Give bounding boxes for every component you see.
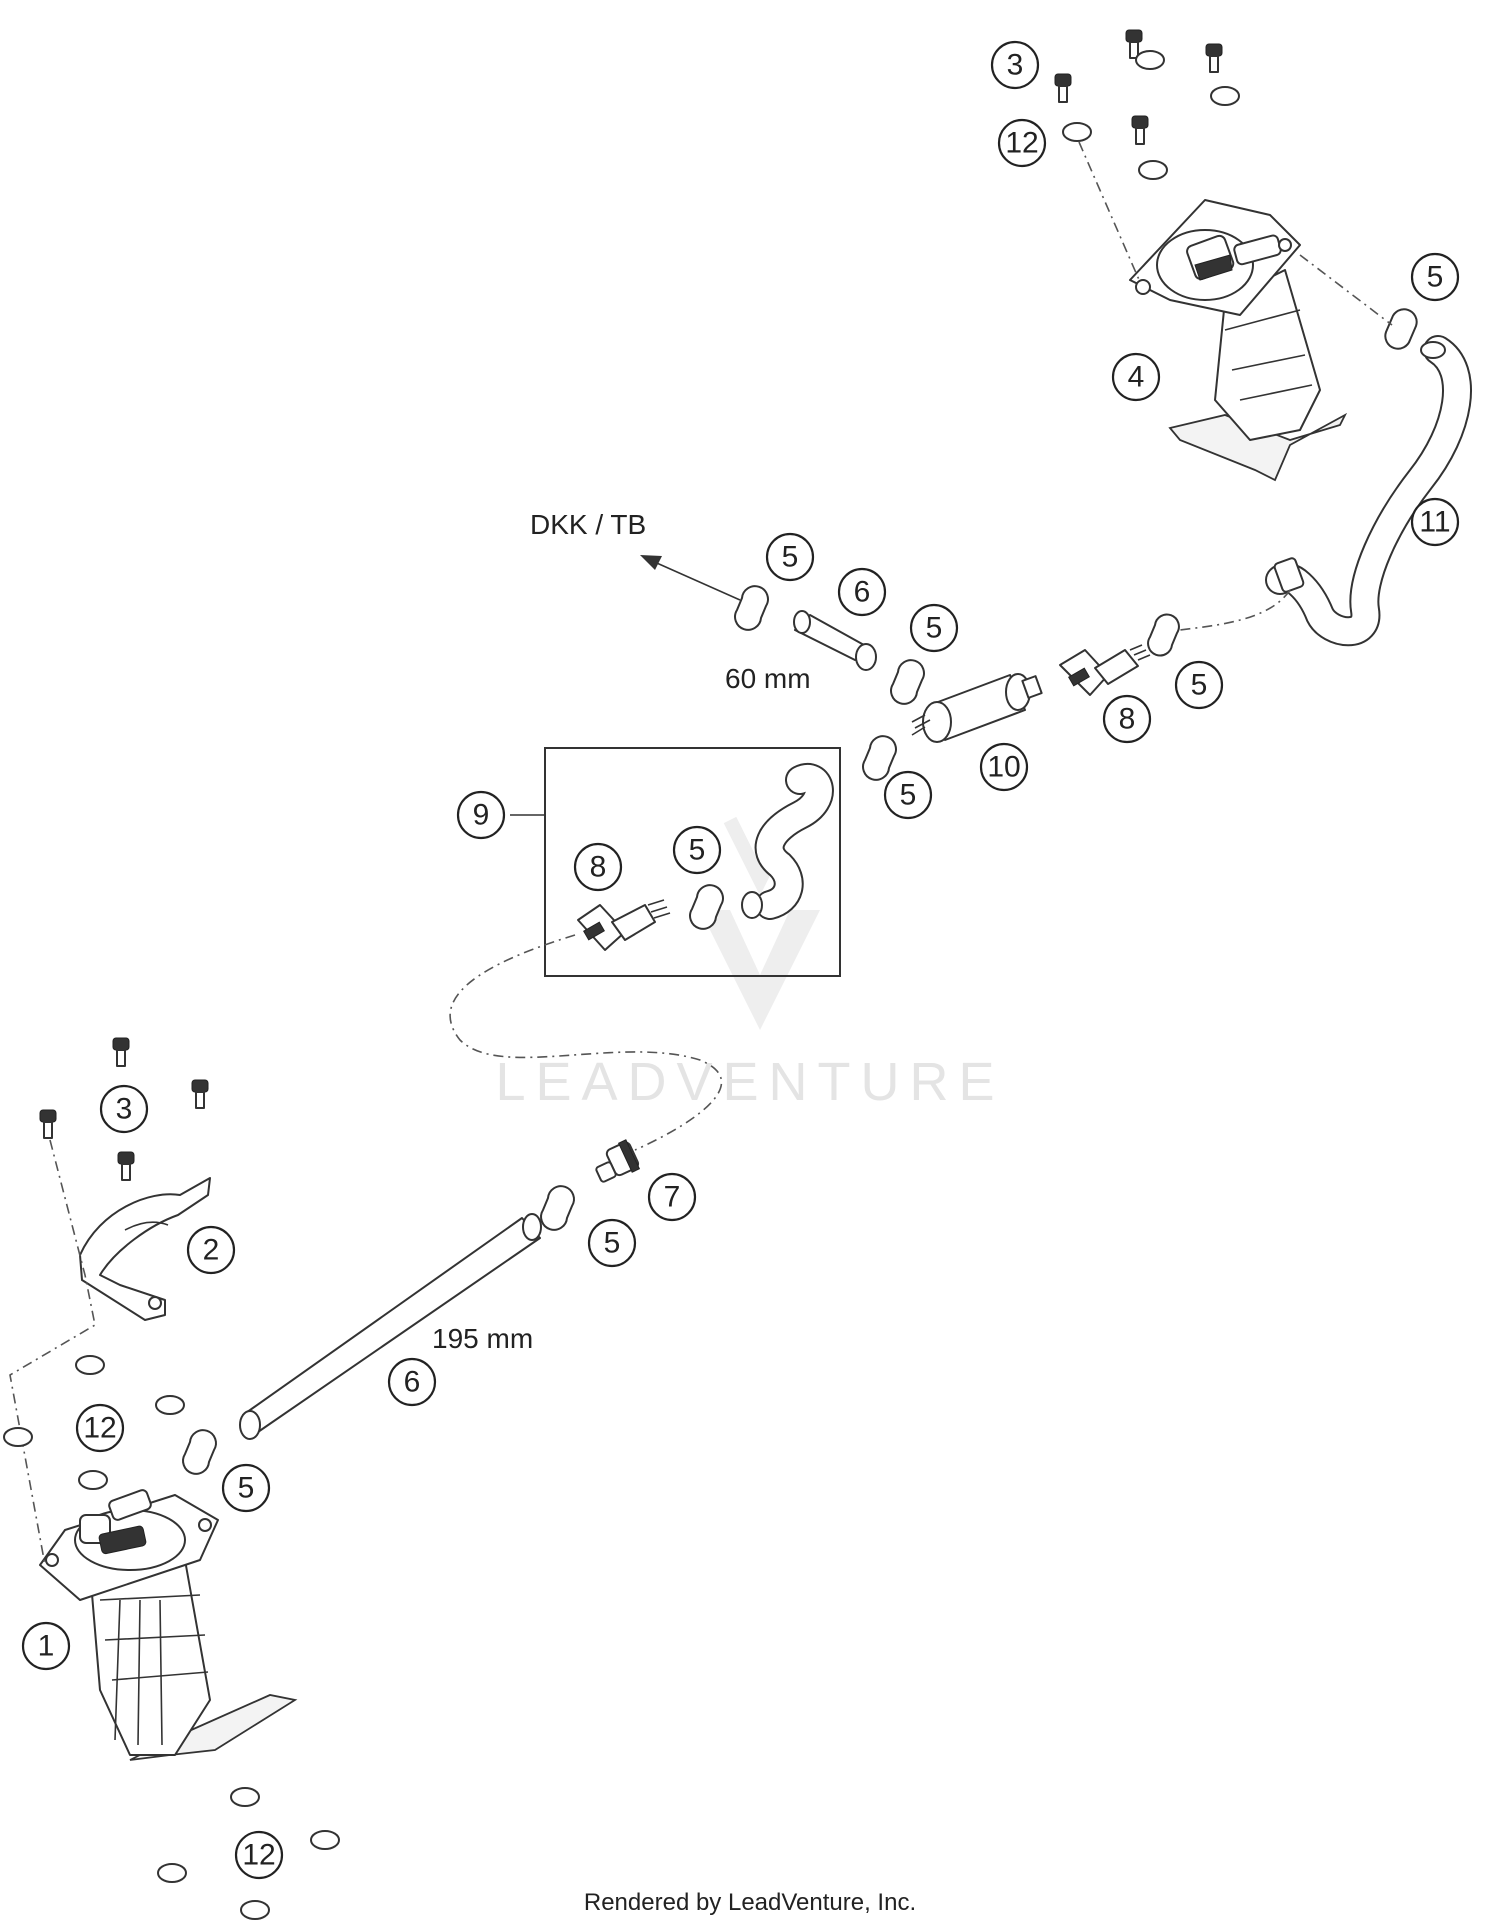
- callout-5-dkk[interactable]: 5: [765, 532, 815, 582]
- quick-connector-upper[interactable]: [1059, 644, 1151, 696]
- leader-5-top: [1299, 254, 1393, 326]
- callout-12-top[interactable]: 12: [997, 118, 1047, 168]
- svg-text:12: 12: [242, 1839, 275, 1872]
- svg-text:7: 7: [664, 1181, 681, 1214]
- hose-short[interactable]: [793, 610, 877, 671]
- svg-text:5: 5: [926, 612, 943, 645]
- svg-text:8: 8: [590, 851, 607, 884]
- callout-12-mid[interactable]: 12: [75, 1403, 125, 1453]
- svg-text:12: 12: [83, 1412, 116, 1445]
- svg-text:3: 3: [116, 1093, 133, 1126]
- svg-text:5: 5: [782, 541, 799, 574]
- callout-10[interactable]: 10: [979, 742, 1029, 792]
- callout-5-box[interactable]: 5: [672, 825, 722, 875]
- svg-text:2: 2: [203, 1234, 220, 1267]
- callout-4[interactable]: 4: [1111, 352, 1161, 402]
- callout-3-top[interactable]: 3: [990, 40, 1040, 90]
- watermark-text: LEADVENTURE: [495, 1052, 1004, 1112]
- clamp-valve[interactable]: [540, 1185, 575, 1231]
- svg-text:5: 5: [238, 1472, 255, 1505]
- svg-text:4: 4: [1128, 361, 1145, 394]
- clamp-top-right[interactable]: [1384, 308, 1418, 350]
- hose-11[interactable]: [1265, 335, 1472, 647]
- callout-6-long[interactable]: 6: [387, 1357, 437, 1407]
- callout-2[interactable]: 2: [186, 1225, 236, 1275]
- callout-8-box[interactable]: 8: [573, 842, 623, 892]
- footer-credit: Rendered by LeadVenture, Inc.: [584, 1889, 916, 1916]
- svg-text:3: 3: [1007, 49, 1024, 82]
- svg-text:5: 5: [689, 834, 706, 867]
- bracket[interactable]: [79, 1177, 211, 1321]
- length-label-short: 60 mm: [725, 663, 811, 694]
- bolts-top[interactable]: [1054, 29, 1223, 145]
- leader-hose: [1179, 589, 1291, 631]
- svg-text:6: 6: [854, 576, 871, 609]
- callout-11[interactable]: 11: [1410, 497, 1460, 547]
- svg-text:5: 5: [900, 779, 917, 812]
- svg-text:6: 6: [404, 1366, 421, 1399]
- svg-text:5: 5: [1191, 669, 1208, 702]
- clamp-filter-left[interactable]: [862, 735, 897, 781]
- svg-text:9: 9: [473, 799, 490, 832]
- callout-3-bottom[interactable]: 3: [99, 1084, 149, 1134]
- callout-8-upper[interactable]: 8: [1102, 694, 1152, 744]
- leader-12-top: [1078, 141, 1141, 283]
- svg-text:1: 1: [38, 1630, 55, 1663]
- clamp-bottom[interactable]: [182, 1429, 217, 1475]
- leader-bracket: [9, 1139, 96, 1566]
- kit-box[interactable]: [510, 747, 841, 977]
- callout-9[interactable]: 9: [456, 790, 506, 840]
- clamp-dkk[interactable]: [734, 585, 769, 631]
- svg-text:5: 5: [1427, 261, 1444, 294]
- washers-top[interactable]: [1062, 50, 1240, 180]
- fuel-filter[interactable]: [911, 673, 1043, 743]
- svg-text:8: 8: [1119, 703, 1136, 736]
- svg-text:12: 12: [1005, 127, 1038, 160]
- clamp-filter-top[interactable]: [890, 659, 925, 705]
- callout-5-right[interactable]: 5: [1174, 660, 1224, 710]
- length-label-long: 195 mm: [432, 1323, 533, 1354]
- direction-arrow: [640, 555, 741, 601]
- fuel-pump-bottom[interactable]: [39, 1489, 298, 1761]
- watermark: LEADVENTURE: [495, 816, 1004, 1112]
- callout-12-bottom[interactable]: 12: [234, 1830, 284, 1880]
- bolts-bottom[interactable]: [39, 1037, 209, 1181]
- callout-5-valve[interactable]: 5: [587, 1218, 637, 1268]
- clamp-mid-right[interactable]: [1147, 613, 1180, 657]
- hose-long[interactable]: [239, 1213, 542, 1440]
- callout-5-filter-left[interactable]: 5: [883, 770, 933, 820]
- callout-5-bottom[interactable]: 5: [221, 1463, 271, 1513]
- callout-7[interactable]: 7: [647, 1172, 697, 1222]
- leader-valve: [449, 934, 723, 1151]
- callout-1[interactable]: 1: [21, 1621, 71, 1671]
- fuel-pump-top[interactable]: [1129, 199, 1348, 482]
- washers-bottom[interactable]: [3, 1355, 340, 1920]
- svg-text:11: 11: [1419, 506, 1450, 539]
- callout-5-top-right[interactable]: 5: [1410, 252, 1460, 302]
- callout-5-filter-top[interactable]: 5: [909, 603, 959, 653]
- svg-text:10: 10: [987, 751, 1020, 784]
- callout-6-short[interactable]: 6: [837, 567, 887, 617]
- svg-text:5: 5: [604, 1227, 621, 1260]
- direction-label: DKK / TB: [530, 509, 646, 540]
- check-valve[interactable]: [595, 1139, 641, 1183]
